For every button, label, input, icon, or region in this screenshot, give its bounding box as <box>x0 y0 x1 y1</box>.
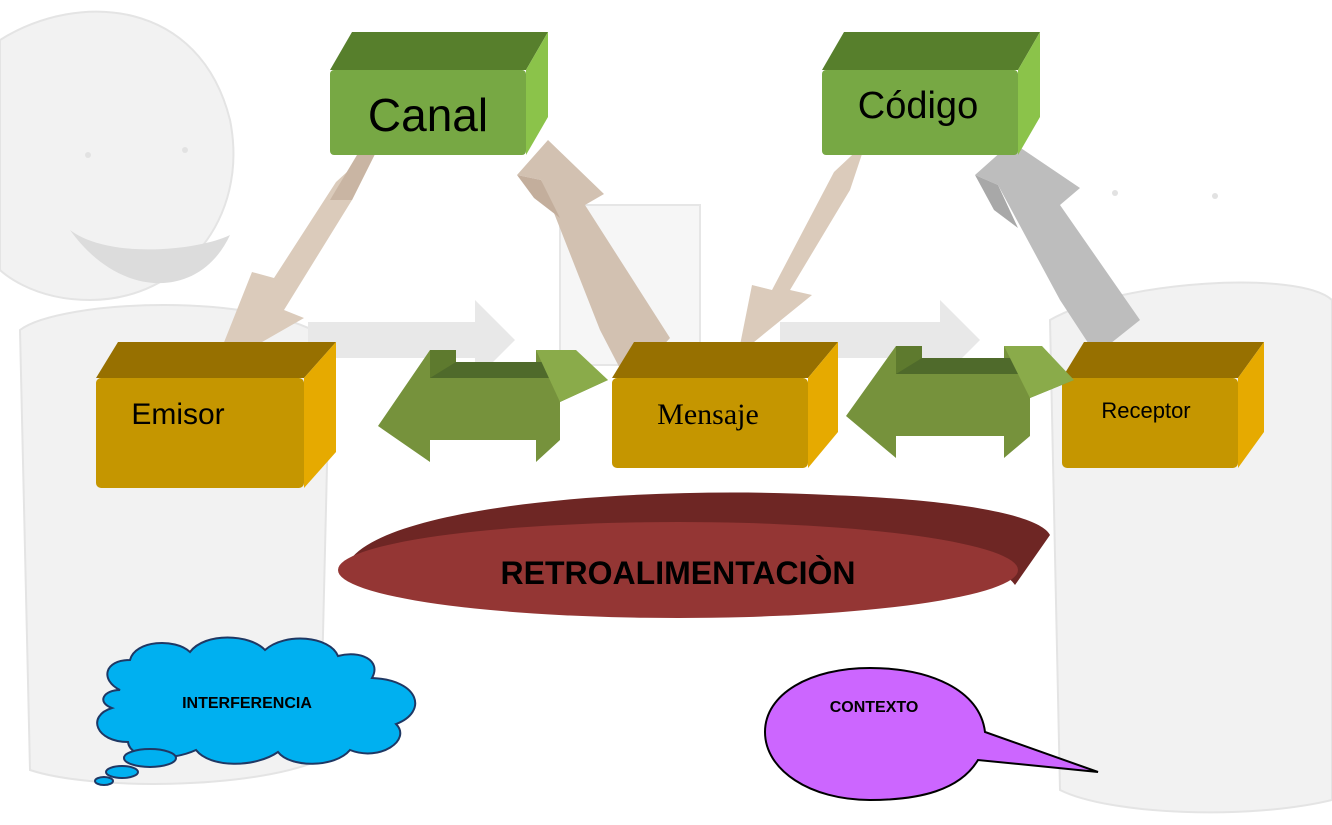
node-label-codigo: Código <box>858 85 978 127</box>
context-label: CONTEXTO <box>830 699 919 716</box>
background-arrows <box>308 300 980 380</box>
double-arrow-mensaje-receptor <box>846 346 1074 458</box>
double-arrow-emisor-mensaje <box>378 350 608 462</box>
interference-label: INTERFERENCIA <box>182 695 312 712</box>
arrow-receptor-to-codigo <box>975 142 1140 355</box>
arrow-codigo-to-mensaje <box>738 142 866 355</box>
feedback-ellipse: RETROALIMENTACIÒN <box>338 492 1050 618</box>
node-codigo: Código <box>822 32 1040 155</box>
node-mensaje: Mensaje <box>612 342 838 468</box>
node-label-mensaje: Mensaje <box>657 398 759 431</box>
arrow-mensaje-to-canal <box>517 140 670 384</box>
feedback-label: RETROALIMENTACIÒN <box>501 555 856 591</box>
node-label-receptor: Receptor <box>1101 398 1190 423</box>
interference-cloud: INTERFERENCIA <box>94 636 417 786</box>
context-bubble: CONTEXTO <box>763 666 1099 802</box>
node-canal: Canal <box>330 32 548 155</box>
node-label-canal: Canal <box>368 89 488 141</box>
node-label-emisor: Emisor <box>131 398 224 431</box>
node-receptor: Receptor <box>1062 342 1264 468</box>
background-small-dots <box>85 147 1218 199</box>
node-emisor: Emisor <box>96 342 336 488</box>
